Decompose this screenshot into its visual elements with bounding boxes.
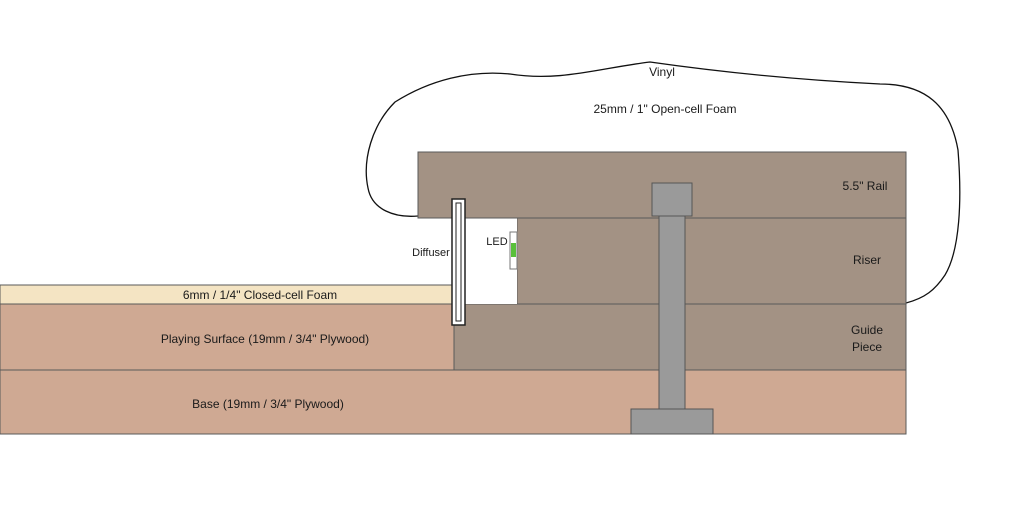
- base-plywood: [0, 369, 907, 435]
- led-light: [511, 243, 516, 257]
- diffuser-inner: [455, 202, 462, 322]
- label-base: Base (19mm / 3/4" Plywood): [192, 397, 344, 411]
- vinyl-outline: [365, 61, 961, 304]
- label-riser: Riser: [853, 253, 881, 267]
- label-vinyl: Vinyl: [649, 65, 675, 79]
- bolt-nut: [630, 408, 714, 435]
- bolt-head: [651, 182, 693, 217]
- label-open-cell-foam: 25mm / 1" Open-cell Foam: [594, 102, 737, 116]
- led-gap: [464, 218, 517, 304]
- label-rail: 5.5" Rail: [843, 179, 888, 193]
- label-guide-piece-line1: Guide: [851, 323, 883, 337]
- riser: [516, 217, 907, 305]
- label-guide-piece-line2: Piece: [852, 340, 882, 354]
- label-closed-cell-foam: 6mm / 1/4" Closed-cell Foam: [183, 288, 337, 302]
- label-led: LED: [486, 236, 507, 248]
- label-diffuser: Diffuser: [412, 247, 450, 259]
- bolt-shaft: [658, 215, 686, 410]
- label-playing-surface: Playing Surface (19mm / 3/4" Plywood): [161, 332, 369, 346]
